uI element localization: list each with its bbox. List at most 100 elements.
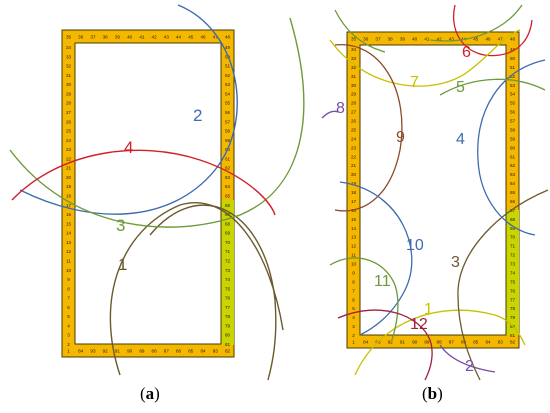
tick-label: 42 bbox=[437, 37, 443, 42]
tick-label: 13 bbox=[351, 235, 357, 240]
tick-label: 81 bbox=[510, 333, 516, 338]
tick-label: 40 bbox=[127, 35, 133, 40]
tick-label: 84 bbox=[200, 349, 206, 354]
tick-label: 70 bbox=[225, 240, 231, 245]
tick-label: 59 bbox=[225, 138, 231, 143]
tick-label: 17 bbox=[351, 199, 357, 204]
tick-label: 2 bbox=[352, 333, 355, 338]
tick-label: 92 bbox=[103, 349, 109, 354]
tick-label: 79 bbox=[225, 323, 231, 328]
tick-label: 46 bbox=[200, 35, 206, 40]
tick-label: 59 bbox=[510, 136, 516, 141]
tick-label: 72 bbox=[225, 258, 231, 263]
tick-label: 1 bbox=[352, 340, 355, 345]
tick-label: 22 bbox=[351, 154, 357, 159]
tick-label: 33 bbox=[66, 54, 72, 59]
tick-label: 62 bbox=[510, 163, 516, 168]
tick-label: 23 bbox=[351, 145, 357, 150]
arc-b5-label: 5 bbox=[456, 79, 465, 96]
tick-label: 64 bbox=[510, 181, 516, 186]
tick-label: 52 bbox=[510, 74, 516, 79]
tick-label: 22 bbox=[66, 156, 72, 161]
tick-label: 71 bbox=[510, 244, 516, 249]
tick-label: 91 bbox=[115, 349, 121, 354]
arc-b-extra-curve bbox=[429, 4, 523, 42]
tick-label: 24 bbox=[66, 138, 72, 143]
tick-label: 74 bbox=[510, 270, 516, 275]
tick-label: 17 bbox=[66, 203, 72, 208]
tick-label: 75 bbox=[510, 279, 516, 284]
tick-label: 26 bbox=[351, 119, 357, 124]
tick-label: 92 bbox=[388, 340, 394, 345]
tick-label: 31 bbox=[66, 73, 72, 78]
tick-label: 60 bbox=[510, 145, 516, 150]
tick-label: 16 bbox=[66, 212, 72, 217]
arc-b-extra-curve-2 bbox=[334, 9, 386, 53]
panel-b-caption-close: ) bbox=[437, 384, 443, 403]
tick-label: 8 bbox=[67, 286, 70, 291]
tick-label: 66 bbox=[225, 203, 231, 208]
tick-label: 84 bbox=[363, 340, 369, 345]
tick-label: 73 bbox=[510, 262, 516, 267]
tick-label: 57 bbox=[225, 119, 231, 124]
tick-label: 47 bbox=[213, 35, 219, 40]
tick-label: 11 bbox=[351, 253, 356, 258]
tick-label: 82 bbox=[510, 340, 516, 345]
tick-label: 89 bbox=[424, 340, 430, 345]
tick-label: 40 bbox=[412, 37, 418, 42]
arc-4-curve bbox=[11, 149, 276, 216]
arc-2-label: 2 bbox=[193, 106, 202, 125]
tick-label: 7 bbox=[67, 296, 70, 301]
tick-label: 41 bbox=[424, 37, 430, 42]
tick-label: 45 bbox=[188, 35, 194, 40]
arc-b6-label: 6 bbox=[462, 44, 471, 61]
tick-label: 83 bbox=[213, 349, 219, 354]
tick-label: 54 bbox=[510, 92, 516, 97]
tick-label: 5 bbox=[352, 306, 355, 311]
arc-b9-label: 9 bbox=[396, 129, 405, 146]
panel-a-caption-open: ( bbox=[140, 384, 146, 403]
tick-label: 48 bbox=[510, 37, 516, 42]
tick-label: 10 bbox=[66, 268, 72, 273]
tick-label: 83 bbox=[498, 340, 504, 345]
arc-2-curve bbox=[19, 4, 238, 215]
tick-label: 79 bbox=[510, 315, 516, 320]
tick-label: 27 bbox=[351, 110, 357, 115]
tick-label: 19 bbox=[351, 181, 357, 186]
tick-label: 77 bbox=[510, 297, 516, 302]
tick-label: 88 bbox=[437, 340, 443, 345]
tick-label: 15 bbox=[351, 217, 357, 222]
tick-label: 6 bbox=[67, 305, 70, 310]
tick-label: 35 bbox=[351, 37, 357, 42]
tick-label: 50 bbox=[510, 56, 516, 61]
arc-b2-curve bbox=[439, 344, 496, 373]
tick-label: 43 bbox=[449, 37, 455, 42]
tick-label: 88 bbox=[152, 349, 158, 354]
tick-label: 13 bbox=[66, 240, 72, 245]
tick-label: 64 bbox=[225, 184, 231, 189]
tick-label: 27 bbox=[66, 110, 72, 115]
tick-label: 10 bbox=[351, 262, 357, 267]
tick-label: 56 bbox=[510, 110, 516, 115]
arc-b12-curve bbox=[337, 309, 433, 381]
tick-label: 32 bbox=[351, 65, 357, 70]
arc-b12-label: 12 bbox=[410, 316, 428, 333]
panel-a-frame-green-strip bbox=[221, 200, 234, 345]
tick-label: 25 bbox=[351, 127, 357, 132]
tick-label: 34 bbox=[66, 45, 72, 50]
tick-label: 78 bbox=[225, 314, 231, 319]
tick-label: 30 bbox=[351, 83, 357, 88]
tick-label: 74 bbox=[225, 277, 231, 282]
tick-label: 48 bbox=[225, 35, 231, 40]
tick-label: 51 bbox=[225, 64, 231, 69]
arc-b11-curve bbox=[329, 257, 399, 341]
tick-label: 89 bbox=[139, 349, 145, 354]
tick-label: 68 bbox=[225, 221, 231, 226]
tick-label: 8 bbox=[352, 279, 355, 284]
tick-label: 42 bbox=[152, 35, 158, 40]
tick-label: 62 bbox=[225, 166, 231, 171]
tick-label: 69 bbox=[510, 226, 516, 231]
tick-label: 29 bbox=[66, 91, 72, 96]
tick-label: 9 bbox=[352, 270, 355, 275]
arc-1-curve bbox=[109, 202, 284, 376]
